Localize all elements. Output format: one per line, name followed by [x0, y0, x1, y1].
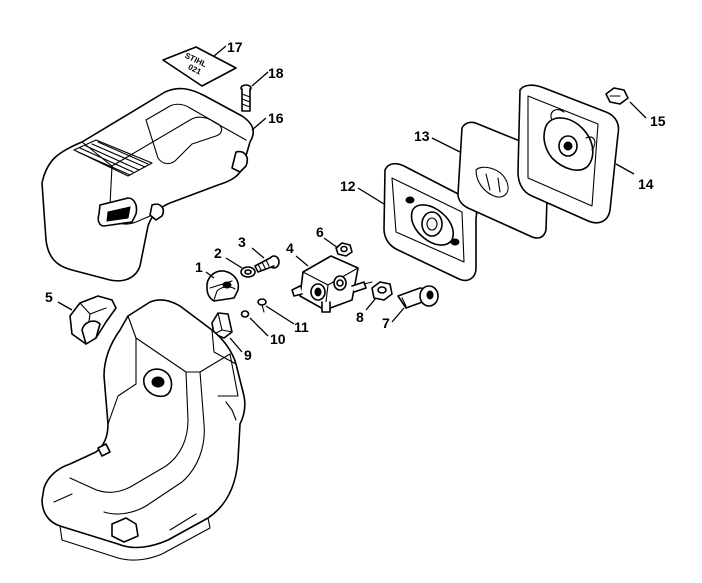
- callout-7: 7: [382, 315, 390, 331]
- part-10-washer: [240, 310, 250, 318]
- part-15-nut: [605, 87, 629, 105]
- callout-3: 3: [238, 234, 246, 250]
- leader-3: [251, 247, 265, 259]
- leader-6: [323, 237, 339, 249]
- leader-16: [251, 117, 267, 131]
- leader-10: [249, 317, 269, 337]
- part-6-nut: [335, 242, 353, 257]
- part-16-shroud: [41, 87, 255, 282]
- callout-10: 10: [270, 331, 286, 347]
- part-3-screw: [254, 255, 280, 273]
- leader-11: [265, 305, 295, 325]
- callout-9: 9: [244, 347, 252, 363]
- part-11-screw: [257, 298, 267, 313]
- callout-8: 8: [356, 309, 364, 325]
- part-7-fitting: [397, 285, 439, 309]
- leader-18: [251, 71, 269, 87]
- callout-1: 1: [195, 259, 203, 275]
- callout-15: 15: [650, 113, 666, 129]
- leader-12: [357, 187, 385, 205]
- part-8-grommet: [371, 281, 393, 301]
- engine-housing: [41, 299, 246, 561]
- callout-18: 18: [268, 65, 284, 81]
- leader-5: [57, 301, 73, 311]
- callout-12: 12: [340, 178, 356, 194]
- part-1-clamp: [206, 270, 240, 302]
- callout-labels: 17 18 16 15 14 13 12 6 4 3 2 1 5 8 7 11 …: [45, 39, 666, 363]
- part-4-carburetor: [291, 255, 373, 313]
- leader-15: [629, 101, 647, 119]
- callout-5: 5: [45, 289, 53, 305]
- callout-14: 14: [638, 176, 654, 192]
- leader-9: [229, 337, 243, 353]
- leader-14: [615, 163, 635, 175]
- leader-17: [213, 45, 227, 57]
- callout-6: 6: [316, 224, 324, 240]
- callout-4: 4: [286, 240, 294, 256]
- leader-4: [295, 255, 309, 267]
- leader-7: [391, 307, 405, 323]
- callout-16: 16: [268, 110, 284, 126]
- part-14-filter-cover: [517, 84, 620, 224]
- part-2-washer: [240, 266, 256, 278]
- part-18-screw: [240, 84, 252, 112]
- leader-8: [365, 297, 377, 311]
- part-17-decal: STIHL 021: [162, 46, 237, 87]
- leader-13: [431, 137, 461, 153]
- leader-lines: [57, 45, 647, 353]
- callout-13: 13: [414, 128, 430, 144]
- callout-11: 11: [294, 319, 309, 335]
- part-12-filter-base: [383, 162, 478, 282]
- callout-2: 2: [214, 245, 222, 261]
- leader-2: [225, 257, 243, 269]
- callout-17: 17: [227, 39, 243, 55]
- vent-slots: [73, 139, 153, 177]
- leader-1: [205, 271, 215, 279]
- part-5-bracket: [69, 295, 117, 345]
